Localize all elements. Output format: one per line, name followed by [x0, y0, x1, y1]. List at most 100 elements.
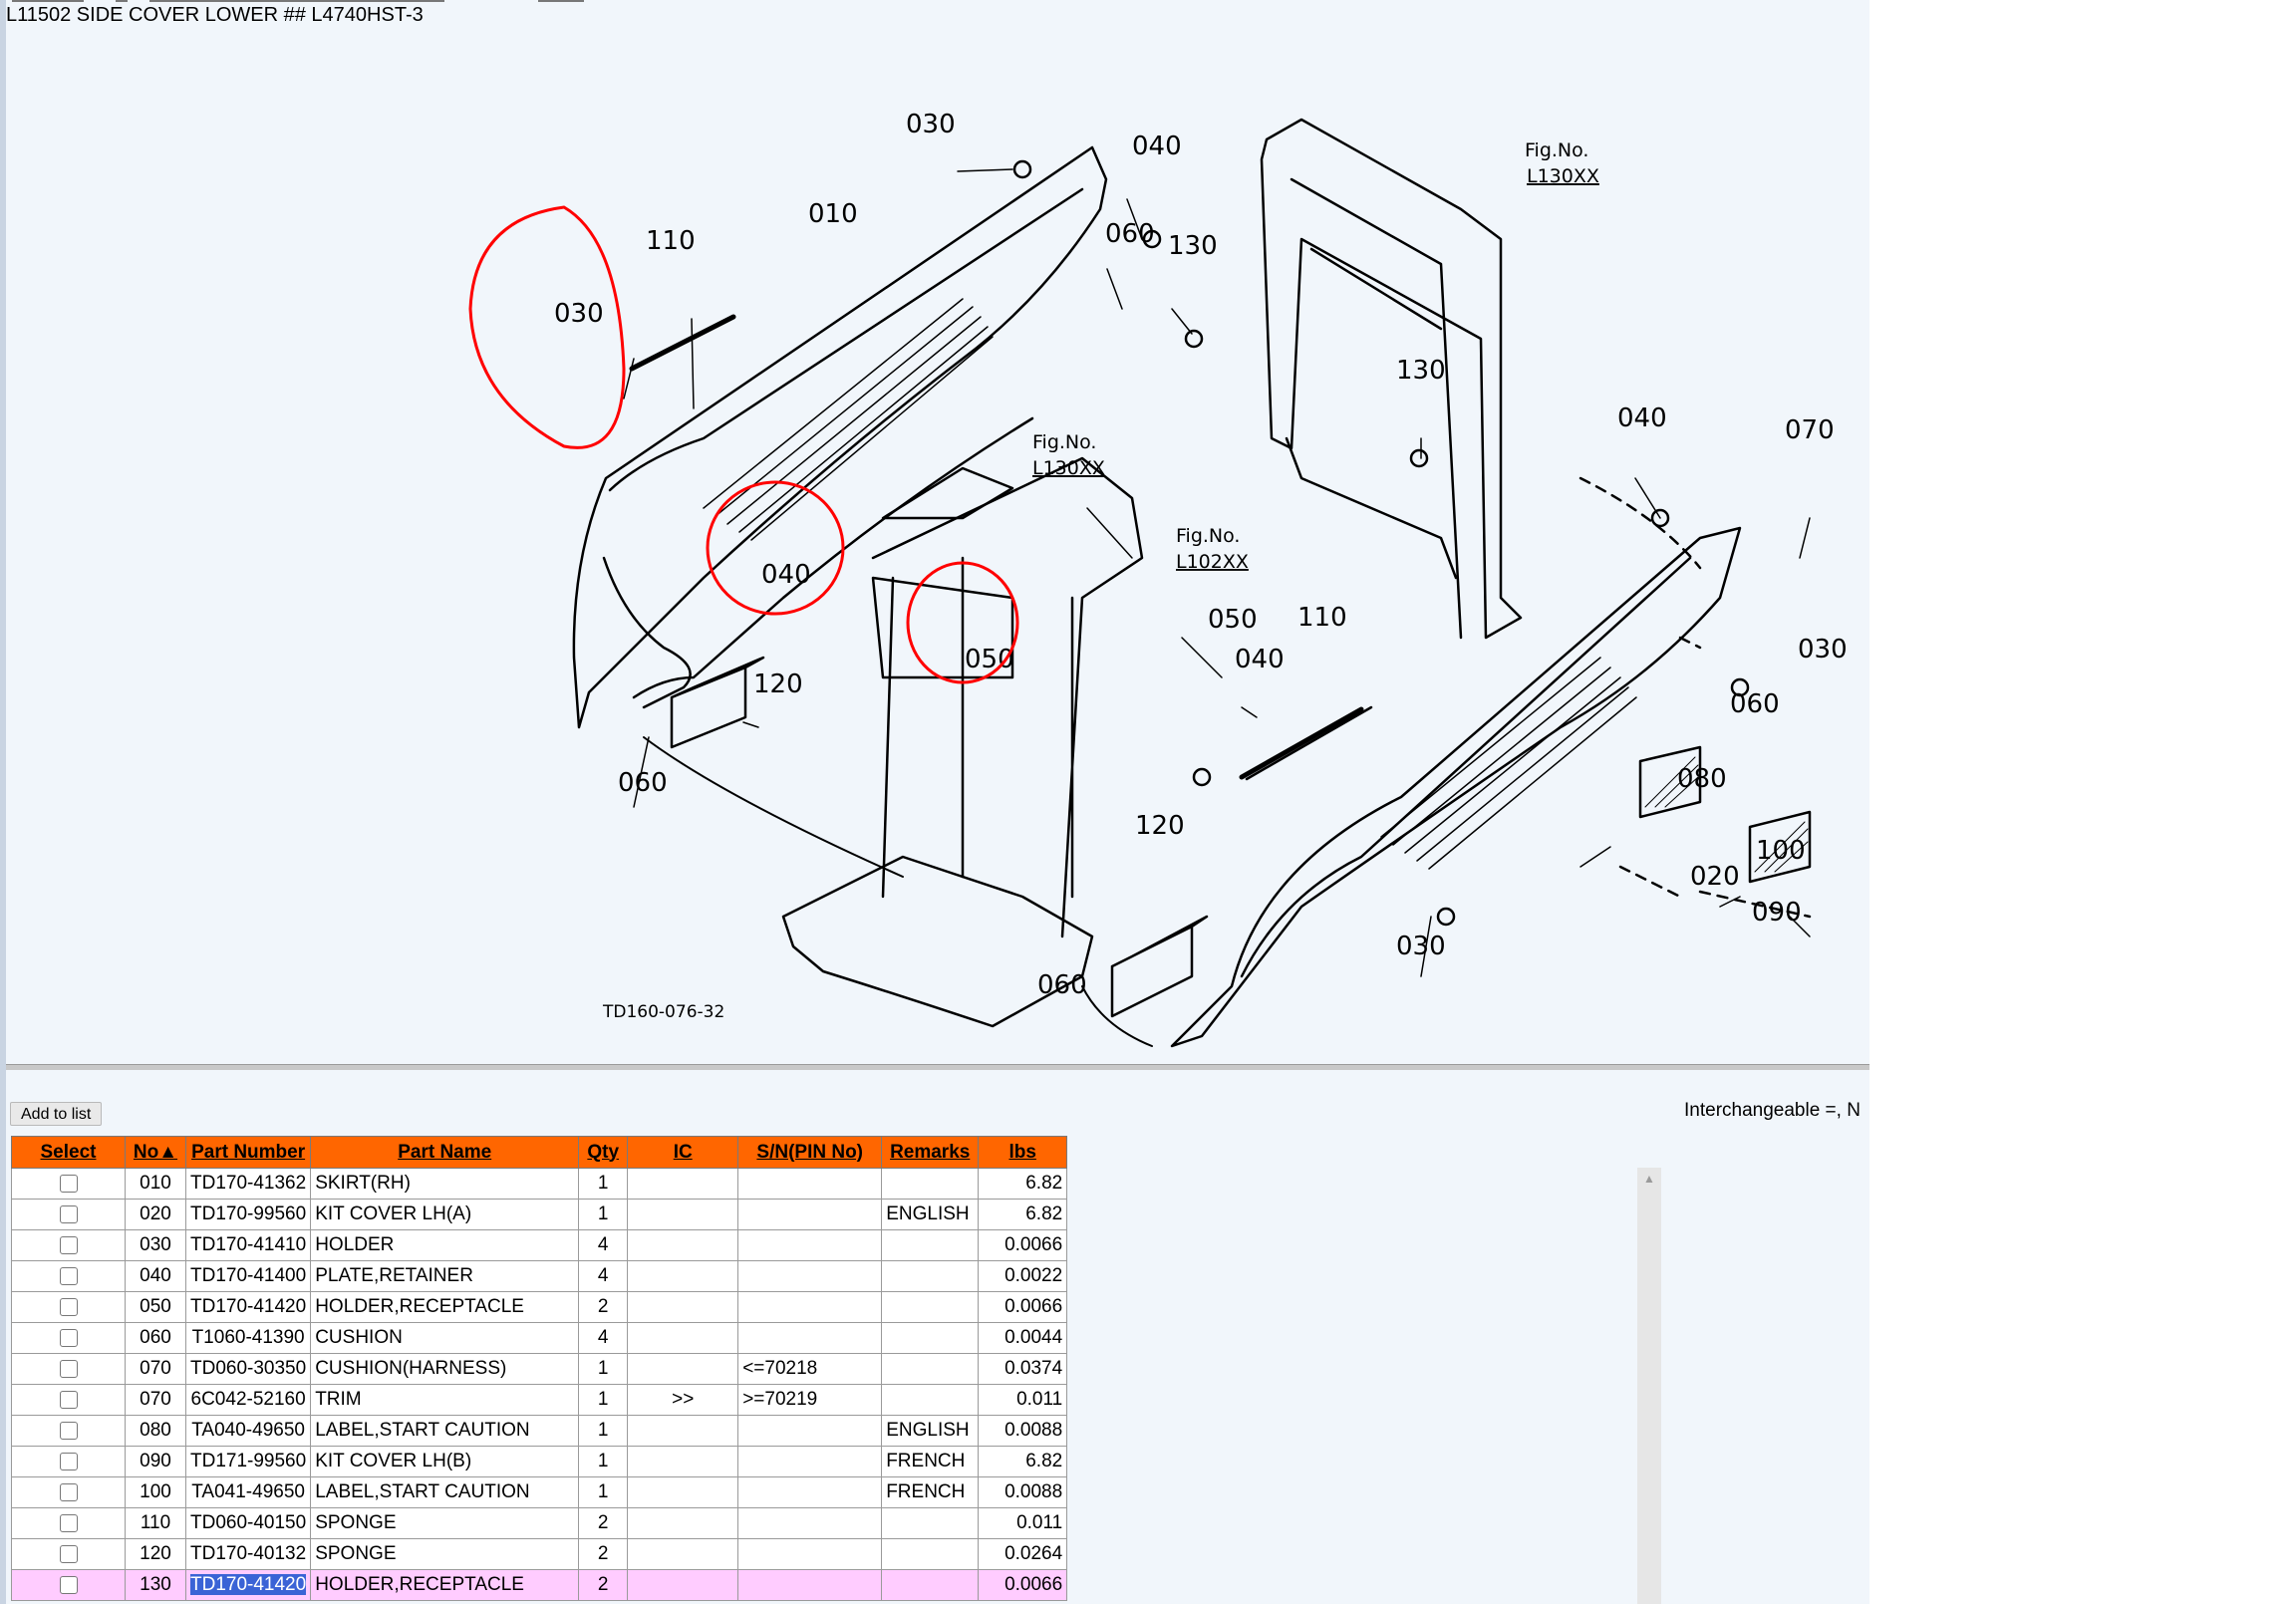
- cell-qty: 2: [578, 1538, 629, 1570]
- cell-part-name: LABEL,START CAUTION: [310, 1415, 580, 1447]
- col-remarks[interactable]: Remarks: [881, 1136, 980, 1169]
- fastener: [1730, 677, 1750, 697]
- col-part-number[interactable]: Part Number: [184, 1136, 312, 1169]
- cell-remarks: [881, 1168, 980, 1200]
- cell-lbs: 0.0264: [978, 1538, 1068, 1570]
- cell-part-name-text: HOLDER,RECEPTACLE: [315, 1296, 524, 1317]
- col-select[interactable]: Select: [11, 1136, 126, 1169]
- callout-label: 130: [1168, 231, 1218, 261]
- callout-label: 110: [646, 226, 696, 256]
- col-qty[interactable]: Qty: [578, 1136, 629, 1169]
- cell-select[interactable]: [11, 1260, 126, 1292]
- page-title: L11502 SIDE COVER LOWER ## L4740HST-3: [6, 4, 424, 26]
- select-checkbox[interactable]: [59, 1513, 78, 1532]
- cell-remarks-text: FRENCH: [886, 1451, 966, 1471]
- col-no[interactable]: No▲: [125, 1136, 186, 1169]
- select-checkbox[interactable]: [59, 1452, 78, 1470]
- cell-select[interactable]: [11, 1384, 126, 1416]
- cell-sn: <=70218: [737, 1353, 883, 1385]
- select-checkbox[interactable]: [59, 1328, 78, 1347]
- cell-sn: [737, 1260, 883, 1292]
- cell-part-name: HOLDER,RECEPTACLE: [310, 1291, 580, 1323]
- cell-qty: 1: [578, 1353, 629, 1385]
- cell-no-text: 010: [140, 1173, 171, 1194]
- cell-qty: 2: [578, 1507, 629, 1539]
- cell-ic: [627, 1507, 739, 1539]
- cell-qty: 1: [578, 1384, 629, 1416]
- parts-exploded-diagram[interactable]: 010 030 040 060 130 110 030 040 120 060 …: [6, 40, 1869, 1064]
- cell-select[interactable]: [11, 1476, 126, 1508]
- cell-select[interactable]: [11, 1538, 126, 1570]
- cell-select[interactable]: [11, 1507, 126, 1539]
- add-to-list-button[interactable]: Add to list: [10, 1102, 103, 1126]
- cell-part-number: TD060-30350: [184, 1353, 312, 1385]
- select-checkbox[interactable]: [59, 1390, 78, 1409]
- cell-qty-text: 1: [597, 1389, 609, 1410]
- select-checkbox[interactable]: [59, 1266, 78, 1285]
- cell-no-text: 050: [140, 1296, 171, 1317]
- select-checkbox[interactable]: [59, 1235, 78, 1254]
- col-part-name[interactable]: Part Name: [310, 1136, 580, 1169]
- scroll-up-arrow-icon[interactable]: ▲: [1643, 1172, 1655, 1186]
- fastener: [1184, 329, 1204, 349]
- cell-no: 020: [125, 1199, 186, 1230]
- cell-sn-text: >=70219: [742, 1389, 818, 1410]
- select-checkbox[interactable]: [59, 1174, 78, 1193]
- cell-qty-text: 1: [597, 1451, 609, 1471]
- select-checkbox[interactable]: [59, 1204, 78, 1223]
- cell-select[interactable]: [11, 1291, 126, 1323]
- select-checkbox[interactable]: [59, 1359, 78, 1378]
- split-divider[interactable]: [6, 1064, 1869, 1070]
- table-scrollbar[interactable]: ▲: [1637, 1168, 1661, 1604]
- fastener: [1409, 448, 1429, 468]
- rear-frame: [1260, 118, 1523, 640]
- fig-ref-label: Fig.No.: [1176, 525, 1240, 547]
- callout-label: 120: [753, 669, 803, 699]
- cell-select[interactable]: [11, 1168, 126, 1200]
- callout-label: 110: [1297, 603, 1347, 633]
- cell-sn-text: <=70218: [742, 1358, 818, 1379]
- cell-select[interactable]: [11, 1569, 126, 1601]
- select-checkbox[interactable]: [59, 1575, 78, 1594]
- cell-select[interactable]: [11, 1353, 126, 1385]
- top-scroll-fragment: [116, 0, 128, 2]
- cell-no: 070: [125, 1353, 186, 1385]
- cell-select[interactable]: [11, 1199, 126, 1230]
- callouts: 010 030 040 060 130 110 030 040 120 060 …: [554, 110, 1848, 1000]
- cell-select[interactable]: [11, 1415, 126, 1447]
- skirt-right-inner: [1240, 556, 1692, 978]
- select-checkbox[interactable]: [59, 1297, 78, 1316]
- cell-part-number-text: TD170-41420: [190, 1574, 307, 1595]
- skirt-left-outline: [572, 145, 1108, 729]
- col-sn[interactable]: S/N(PIN No): [737, 1136, 883, 1169]
- select-checkbox[interactable]: [59, 1482, 78, 1501]
- select-checkbox[interactable]: [59, 1544, 78, 1563]
- cell-select[interactable]: [11, 1229, 126, 1261]
- col-ic[interactable]: IC: [627, 1136, 739, 1169]
- harness-line-left: [643, 736, 904, 878]
- center-plate: [871, 576, 1014, 679]
- cell-no-text: 040: [140, 1265, 171, 1286]
- sponge-120-left: [670, 656, 765, 749]
- cell-lbs-text: 6.82: [1025, 1173, 1063, 1194]
- harness-line-right: [1081, 985, 1153, 1047]
- cell-select[interactable]: [11, 1446, 126, 1477]
- cell-part-name: CUSHION: [310, 1322, 580, 1354]
- col-lbs[interactable]: lbs: [978, 1136, 1068, 1169]
- select-checkbox[interactable]: [59, 1421, 78, 1440]
- cell-select[interactable]: [11, 1322, 126, 1354]
